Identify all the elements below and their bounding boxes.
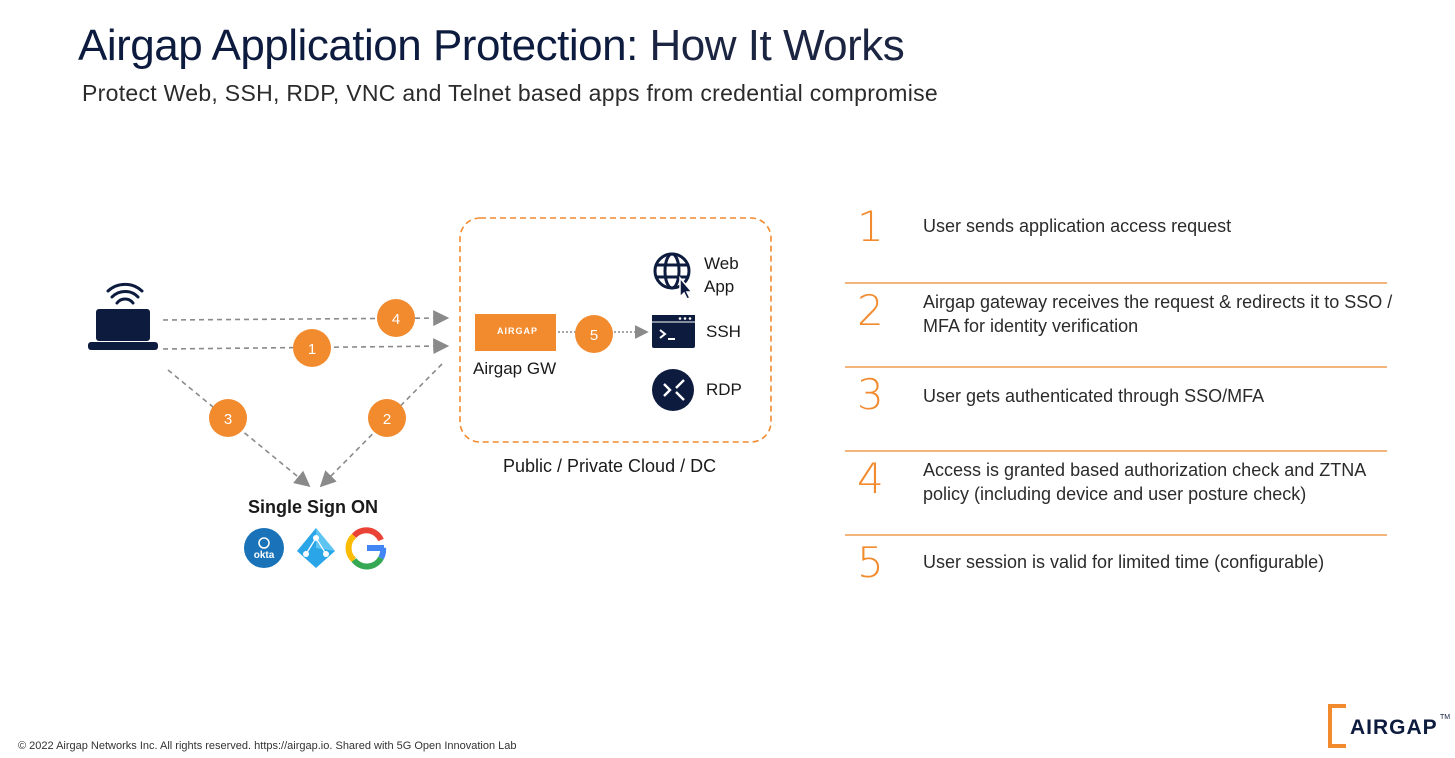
ssh-label: SSH bbox=[706, 322, 741, 341]
step-4: 4 Access is granted based authorization … bbox=[845, 452, 1387, 536]
step-number: 4 bbox=[857, 454, 884, 503]
page-subtitle: Protect Web, SSH, RDP, VNC and Telnet ba… bbox=[82, 80, 939, 106]
gateway-label: Airgap GW bbox=[473, 359, 557, 378]
step-2: 2 Airgap gateway receives the request & … bbox=[845, 284, 1392, 368]
svg-text:5: 5 bbox=[590, 327, 598, 344]
title-main: Airgap Application Protection: bbox=[78, 21, 638, 70]
google-icon bbox=[345, 527, 387, 570]
step-text: Access is granted based authorization ch… bbox=[923, 460, 1366, 504]
okta-icon: okta bbox=[244, 528, 284, 568]
cloud-boundary bbox=[459, 217, 772, 443]
laptop-icon bbox=[88, 282, 158, 350]
copyright-footer: © 2022 Airgap Networks Inc. All rights r… bbox=[18, 740, 517, 752]
remote-desktop-icon bbox=[652, 369, 694, 411]
badge-2: 2 bbox=[368, 399, 406, 437]
svg-text:1: 1 bbox=[308, 341, 316, 358]
globe-icon bbox=[653, 252, 694, 300]
svg-text:4: 4 bbox=[392, 311, 400, 328]
sso-label: Single Sign ON bbox=[248, 497, 379, 517]
step-number: 1 bbox=[857, 202, 884, 251]
steps-list: 1 User sends application access request … bbox=[845, 200, 1392, 618]
airgap-logo: AIRGAP TM bbox=[1328, 704, 1450, 750]
page-title: Airgap Application Protection: How It Wo… bbox=[78, 18, 905, 74]
svg-text:3: 3 bbox=[224, 411, 232, 428]
terminal-icon bbox=[652, 315, 695, 348]
step-number: 2 bbox=[857, 286, 884, 335]
gateway-logo-text: AIRGAP bbox=[497, 326, 539, 336]
web-app-label: Web App bbox=[704, 254, 739, 296]
badge-1: 1 bbox=[293, 329, 331, 367]
badge-4: 4 bbox=[377, 299, 415, 337]
step-number: 5 bbox=[857, 538, 884, 587]
logo-frame bbox=[1328, 704, 1346, 748]
svg-text:okta: okta bbox=[254, 550, 275, 561]
step-text: User gets authenticated through SSO/MFA bbox=[923, 386, 1265, 406]
step-5: 5 User session is valid for limited time… bbox=[845, 536, 1387, 618]
step-number: 3 bbox=[857, 370, 884, 419]
arrow-request-1 bbox=[162, 338, 450, 355]
airgap-gateway: AIRGAP bbox=[475, 314, 556, 351]
svg-text:2: 2 bbox=[383, 411, 391, 428]
step-1: 1 User sends application access request bbox=[845, 200, 1387, 284]
logo-word: AIRGAP bbox=[1350, 716, 1438, 739]
cloud-label: Public / Private Cloud / DC bbox=[503, 456, 717, 476]
flow-diagram: 4 1 3 2 5 bbox=[88, 217, 772, 570]
logo-trademark: TM bbox=[1440, 714, 1451, 721]
badge-3: 3 bbox=[209, 399, 247, 437]
step-text: Airgap gateway receives the request & re… bbox=[923, 292, 1393, 336]
badge-5: 5 bbox=[575, 315, 613, 353]
title-secondary: How It Works bbox=[649, 21, 905, 70]
step-text: User sends application access request bbox=[923, 216, 1232, 236]
azure-ad-icon bbox=[297, 528, 335, 568]
step-3: 3 User gets authenticated through SSO/MF… bbox=[845, 368, 1387, 452]
rdp-label: RDP bbox=[706, 380, 742, 399]
step-text: User session is valid for limited time (… bbox=[923, 552, 1325, 572]
